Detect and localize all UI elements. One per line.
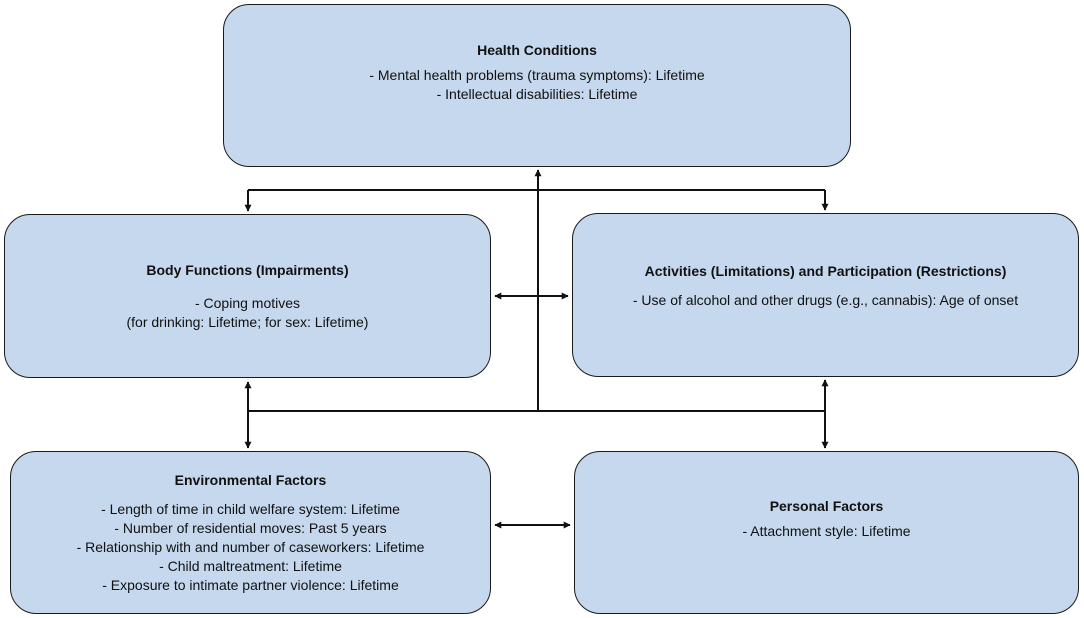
environmental-factors-line: - Relationship with and number of casewo… <box>76 538 425 555</box>
health-conditions-title: Health Conditions <box>477 42 597 58</box>
environmental-factors-line: - Exposure to intimate partner violence:… <box>102 576 399 593</box>
health-conditions-line: - Intellectual disabilities: Lifetime <box>436 86 638 102</box>
personal-factors-line: - Attachment style: Lifetime <box>742 522 911 539</box>
activities-participation-box: Activities (Limitations) and Participati… <box>572 213 1079 377</box>
body-functions-title: Body Functions (Impairments) <box>146 261 349 278</box>
activities-participation-line: - Use of alcohol and other drugs (e.g., … <box>632 292 1019 308</box>
personal-factors-title: Personal Factors <box>769 497 884 514</box>
personal-factors-box: Personal Factors - Attachment style: Lif… <box>574 451 1079 614</box>
body-functions-box: Body Functions (Impairments) - Coping mo… <box>4 214 491 378</box>
environmental-factors-line: - Child maltreatment: Lifetime <box>159 557 342 574</box>
environmental-factors-title: Environmental Factors <box>174 471 327 488</box>
environmental-factors-line: - Length of time in child welfare system… <box>101 500 400 517</box>
health-conditions-box: Health Conditions - Mental health proble… <box>223 4 851 167</box>
body-functions-line: (for drinking: Lifetime; for sex: Lifeti… <box>126 313 369 330</box>
body-functions-line: - Coping motives <box>194 294 301 311</box>
health-conditions-line: - Mental health problems (trauma symptom… <box>369 67 705 83</box>
environmental-factors-box: Environmental Factors - Length of time i… <box>10 451 491 614</box>
environmental-factors-line: - Number of residential moves: Past 5 ye… <box>114 519 387 536</box>
activities-participation-title: Activities (Limitations) and Participati… <box>644 263 1007 279</box>
